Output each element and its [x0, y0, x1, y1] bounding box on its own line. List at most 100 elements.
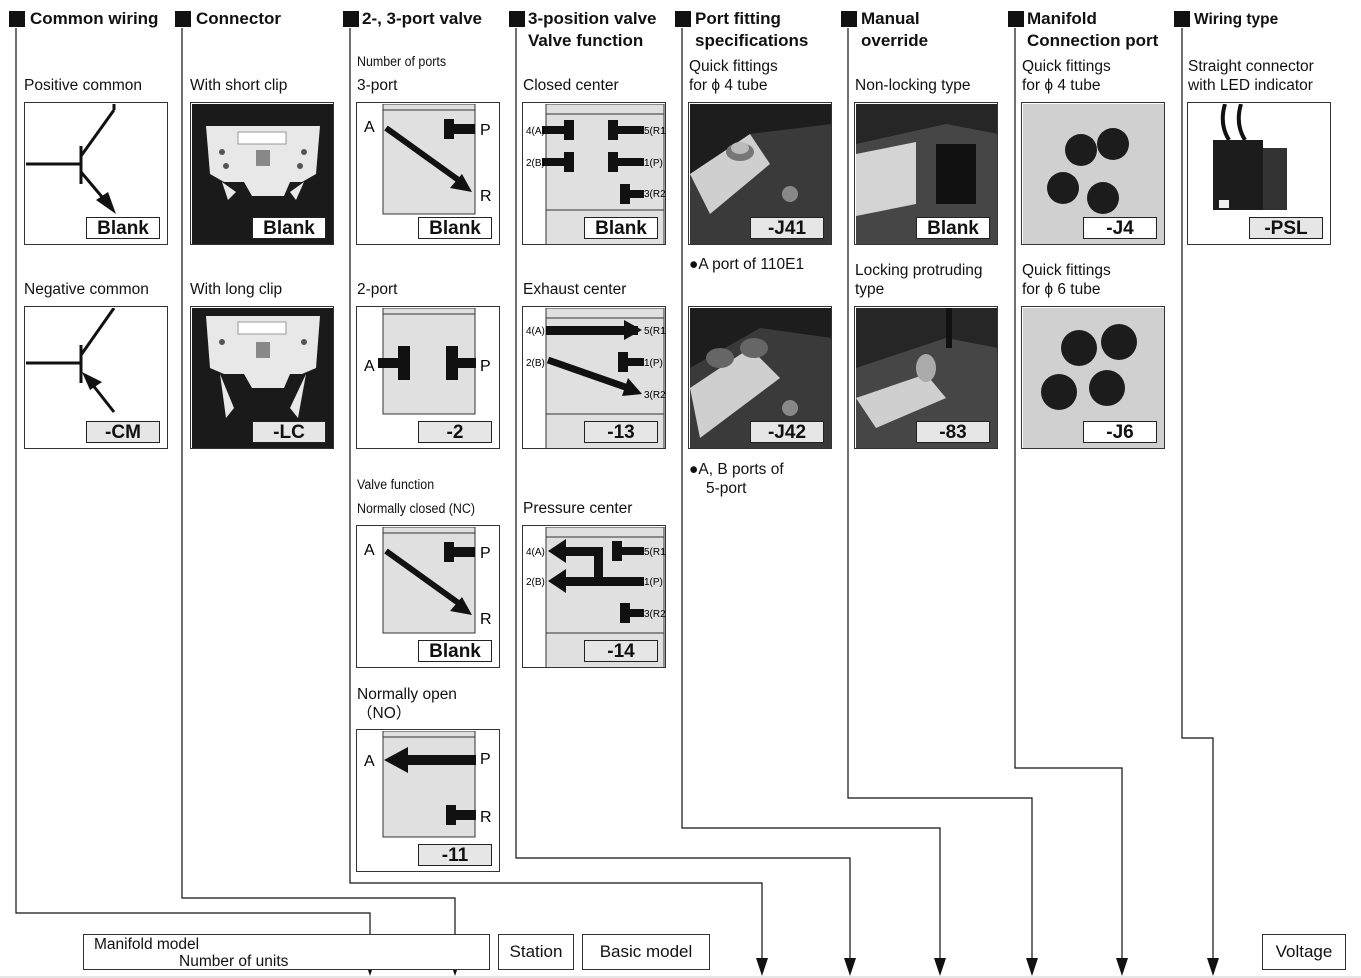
normally-open-option[interactable]: A P R -11	[356, 729, 500, 872]
port-r-label: R	[480, 809, 492, 826]
header-line: specifications	[695, 30, 808, 52]
j6-option[interactable]: -J6	[1021, 306, 1165, 449]
label-line: for ϕ 6 tube	[1022, 280, 1111, 299]
port-4a-label: 4(A)	[526, 326, 545, 337]
code-badge: -2	[418, 421, 492, 443]
header-manifold: Manifold Connection port	[1027, 8, 1158, 52]
code-badge: -CM	[86, 421, 160, 443]
header-connector: Connector	[196, 8, 281, 30]
valve-function-label: Valve function	[357, 475, 434, 494]
basic-model-box: Basic model	[582, 934, 710, 970]
negative-common-option[interactable]: -CM	[24, 306, 168, 449]
header-bullet	[841, 11, 857, 27]
locking-protruding-label: Locking protruding type	[855, 261, 983, 299]
header-line: Valve function	[528, 30, 656, 52]
number-of-units-label: Number of units	[179, 953, 288, 971]
port-4a-label: 4(A)	[526, 547, 545, 558]
port-a-label: A	[364, 753, 375, 770]
code-badge: -PSL	[1249, 217, 1323, 239]
port-p-label: P	[480, 545, 491, 562]
long-clip-option[interactable]: -LC	[190, 306, 334, 449]
wiring-type-label: Straight connector with LED indicator	[1188, 57, 1314, 95]
label-line: （NO）	[357, 704, 457, 723]
non-locking-label: Non-locking type	[855, 76, 970, 95]
header-common-wiring: Common wiring	[30, 8, 158, 30]
port-a-label: A	[364, 119, 375, 136]
normally-closed-option[interactable]: A P R Blank	[356, 525, 500, 668]
port-a-label: A	[364, 358, 375, 375]
long-clip-label: With long clip	[190, 280, 282, 299]
port-2b-label: 2(B)	[526, 158, 545, 169]
pressure-center-label: Pressure center	[523, 499, 632, 518]
port-p-label: P	[480, 122, 491, 139]
pressure-center-option[interactable]: 4(A) 2(B) 5(R1) 1(P) 3(R2) -14	[522, 525, 666, 668]
port-p-label: P	[480, 751, 491, 768]
non-locking-option[interactable]: Blank	[854, 102, 998, 245]
header-bullet	[509, 11, 525, 27]
code-badge: Blank	[584, 217, 658, 239]
code-badge: Blank	[86, 217, 160, 239]
header-wiring-type: Wiring type	[1194, 9, 1278, 31]
psl-option[interactable]: -PSL	[1187, 102, 1331, 245]
header-port-valve: 2-, 3-port valve	[362, 8, 482, 30]
port-2b-label: 2(B)	[526, 358, 545, 369]
code-badge: -J6	[1083, 421, 1157, 443]
voltage-box: Voltage	[1262, 934, 1346, 970]
positive-common-label: Positive common	[24, 76, 142, 95]
code-badge: -J41	[750, 217, 824, 239]
number-of-ports-label: Number of ports	[357, 52, 446, 71]
short-clip-label: With short clip	[190, 76, 287, 95]
negative-common-label: Negative common	[24, 280, 149, 299]
port-1p-label: 1(P)	[644, 577, 663, 588]
label-line: 5-port	[689, 479, 784, 498]
label-line: Quick fittings	[689, 57, 778, 76]
port-1p-label: 1(P)	[644, 358, 663, 369]
label-line: for ϕ 4 tube	[689, 76, 778, 95]
port-5r1-label: 5(R1)	[644, 126, 666, 137]
j42-option[interactable]: -J42	[688, 306, 832, 449]
closed-center-option[interactable]: 4(A) 2(B) 5(R1) 1(P) 3(R2) Blank	[522, 102, 666, 245]
label-line: Straight connector	[1188, 57, 1314, 76]
code-badge: -14	[584, 640, 658, 662]
port-r-label: R	[480, 611, 492, 628]
port3-option[interactable]: A P R Blank	[356, 102, 500, 245]
positive-common-option[interactable]: Blank	[24, 102, 168, 245]
port-1p-label: 1(P)	[644, 158, 663, 169]
code-badge: -J42	[750, 421, 824, 443]
j41-note: ●A port of 110E1	[689, 255, 804, 274]
code-badge: Blank	[418, 217, 492, 239]
port2-option[interactable]: A P -2	[356, 306, 500, 449]
header-bullet	[1174, 11, 1190, 27]
exhaust-center-option[interactable]: 4(A) 2(B) 5(R1) 1(P) 3(R2) -13	[522, 306, 666, 449]
label-line: ●A, B ports of	[689, 460, 784, 479]
label-line: with LED indicator	[1188, 76, 1314, 95]
port-3r2-label: 3(R2)	[644, 609, 666, 620]
port-5r1-label: 5(R1)	[644, 547, 666, 558]
label-line: Quick fittings	[1022, 57, 1111, 76]
header-bullet	[9, 11, 25, 27]
header-manual-override: Manual override	[861, 8, 928, 52]
label-line: Normally open	[357, 685, 457, 704]
header-bullet	[343, 11, 359, 27]
header-port-fitting: Port fitting specifications	[695, 8, 808, 52]
manifold-model-box: Manifold model Number of units	[83, 934, 490, 970]
manifold-model-label: Manifold model	[94, 936, 199, 954]
port-fitting-quick4-label: Quick fittings for ϕ 4 tube	[689, 57, 778, 95]
label-line: Quick fittings	[1022, 261, 1111, 280]
short-clip-option[interactable]: Blank	[190, 102, 334, 245]
code-badge: -13	[584, 421, 658, 443]
j41-option[interactable]: -J41	[688, 102, 832, 245]
port-2b-label: 2(B)	[526, 577, 545, 588]
code-badge: -11	[418, 844, 492, 866]
port-p-label: P	[480, 358, 491, 375]
label-line: for ϕ 4 tube	[1022, 76, 1111, 95]
normally-open-label: Normally open （NO）	[357, 685, 457, 723]
port-4a-label: 4(A)	[526, 126, 545, 137]
code-badge: -J4	[1083, 217, 1157, 239]
header-3-position-valve: 3-position valve Valve function	[528, 8, 656, 52]
port-r-label: R	[480, 188, 492, 205]
station-box: Station	[498, 934, 574, 970]
header-bullet	[175, 11, 191, 27]
locking-protruding-option[interactable]: -83	[854, 306, 998, 449]
j4-option[interactable]: -J4	[1021, 102, 1165, 245]
